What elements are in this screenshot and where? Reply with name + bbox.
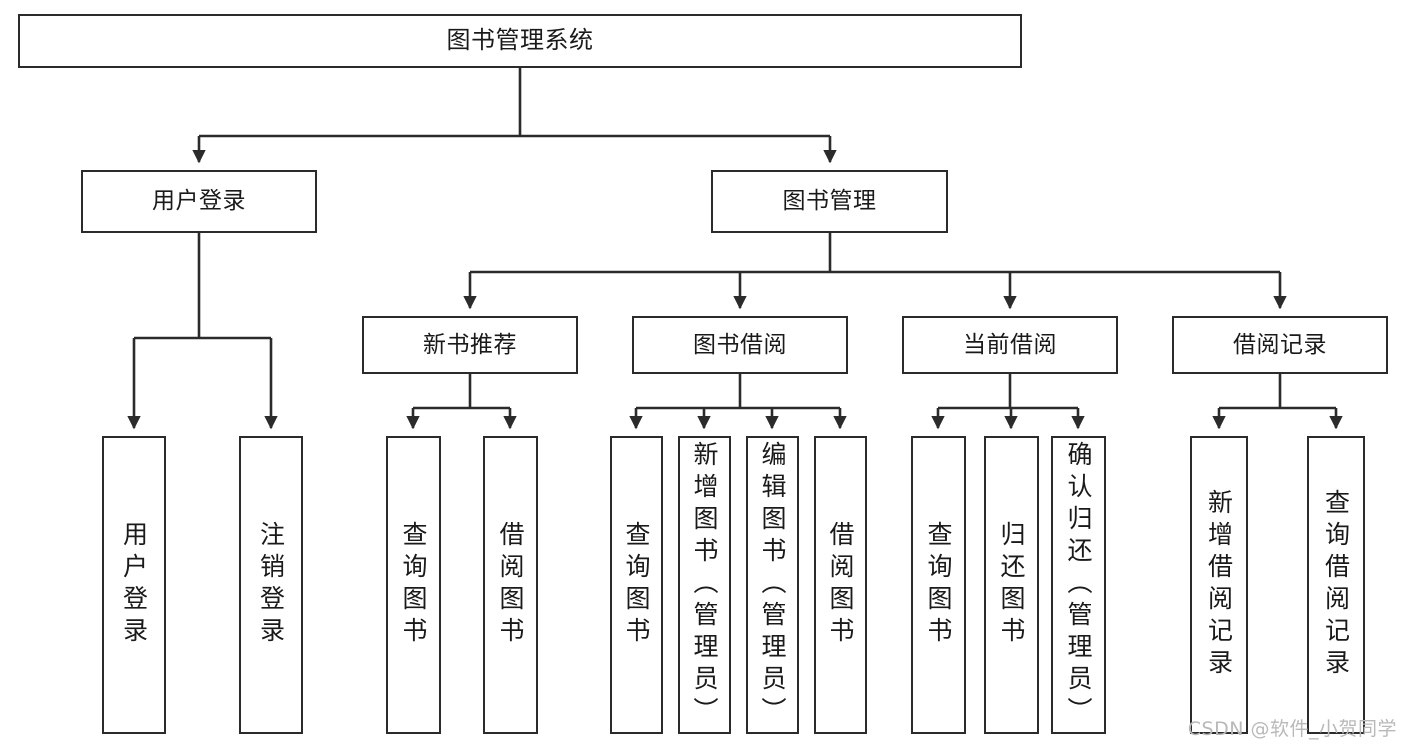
node-user-login-leaf[interactable]: 用户登录 [102,436,166,734]
node-user-login[interactable]: 用户登录 [81,170,317,233]
node-current-confirm-return-label: 确认归还（管理员） [1064,441,1093,729]
node-new-book-recommend[interactable]: 新书推荐 [362,316,578,374]
node-borrow-borrow-book[interactable]: 借阅图书 [814,436,867,734]
node-borrow-edit-book[interactable]: 编辑图书（管理员） [746,436,799,734]
node-borrow-borrow-book-label: 借阅图书 [826,521,855,649]
node-user-login-label: 用户登录 [152,188,246,215]
node-borrow-query-book-label: 查询图书 [622,521,651,649]
node-borrow-add-book[interactable]: 新增图书（管理员） [678,436,731,734]
node-current-borrow-label: 当前借阅 [963,331,1057,358]
node-recommend-query-book[interactable]: 查询图书 [386,436,441,734]
node-borrow-query-book[interactable]: 查询图书 [610,436,663,734]
node-root-label: 图书管理系统 [446,26,594,55]
node-recommend-borrow-book[interactable]: 借阅图书 [483,436,538,734]
node-record-add[interactable]: 新增借阅记录 [1190,436,1248,734]
node-current-borrow[interactable]: 当前借阅 [902,316,1118,374]
node-current-return-book-label: 归还图书 [997,521,1026,649]
node-recommend-borrow-book-label: 借阅图书 [496,521,525,649]
node-book-manage[interactable]: 图书管理 [711,170,948,233]
node-record-add-label: 新增借阅记录 [1204,489,1234,681]
node-borrow-add-book-label: 新增图书（管理员） [690,441,719,729]
node-user-logout-leaf[interactable]: 注销登录 [239,436,303,734]
node-borrow-record-label: 借阅记录 [1233,331,1327,358]
node-root[interactable]: 图书管理系统 [18,14,1022,68]
node-user-logout-leaf-label: 注销登录 [256,521,286,649]
node-recommend-query-book-label: 查询图书 [399,521,428,649]
node-record-query[interactable]: 查询借阅记录 [1307,436,1365,734]
node-book-borrow[interactable]: 图书借阅 [632,316,848,374]
node-borrow-edit-book-label: 编辑图书（管理员） [758,441,787,729]
node-user-login-leaf-label: 用户登录 [119,521,149,649]
node-current-return-book[interactable]: 归还图书 [984,436,1039,734]
watermark: CSDN @软件_小贺同学 [1187,718,1397,740]
node-new-book-recommend-label: 新书推荐 [423,331,517,358]
node-book-borrow-label: 图书借阅 [693,331,787,358]
node-current-confirm-return[interactable]: 确认归还（管理员） [1051,436,1106,734]
node-current-query-book[interactable]: 查询图书 [911,436,966,734]
node-current-query-book-label: 查询图书 [924,521,953,649]
node-book-manage-label: 图书管理 [782,188,877,215]
node-borrow-record[interactable]: 借阅记录 [1172,316,1388,374]
node-record-query-label: 查询借阅记录 [1321,489,1351,681]
